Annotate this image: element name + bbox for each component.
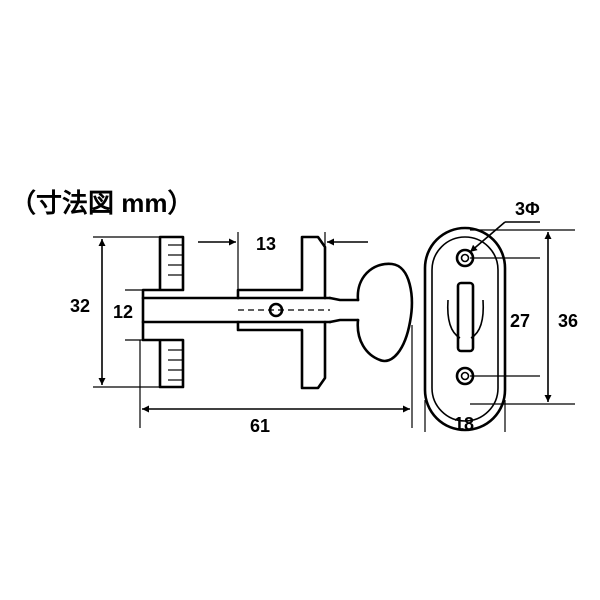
front-view: 3Φ 27 36 18 bbox=[423, 199, 578, 434]
main-shaft bbox=[141, 296, 332, 324]
mounting-flange bbox=[141, 235, 185, 389]
dim-label-61: 61 bbox=[250, 416, 270, 436]
dim-label-36: 36 bbox=[558, 311, 578, 331]
dim-label-12: 12 bbox=[113, 302, 133, 322]
side-view: 32 12 13 61 bbox=[70, 232, 414, 436]
dim-label-13: 13 bbox=[256, 234, 276, 254]
dim-label-32: 32 bbox=[70, 296, 90, 316]
base-plate-outer bbox=[423, 226, 507, 432]
dim-label-18: 18 bbox=[454, 414, 474, 434]
dim-label-27: 27 bbox=[510, 311, 530, 331]
base-plate-inner bbox=[431, 236, 499, 422]
flange-hatching bbox=[168, 244, 183, 381]
knob-neck bbox=[328, 296, 360, 324]
knob bbox=[356, 262, 414, 363]
drawing-title: （寸法図 mm） bbox=[10, 188, 193, 218]
center-slot bbox=[456, 281, 475, 353]
dim-label-3phi: 3Φ bbox=[515, 199, 540, 219]
pin-icon bbox=[268, 302, 284, 318]
